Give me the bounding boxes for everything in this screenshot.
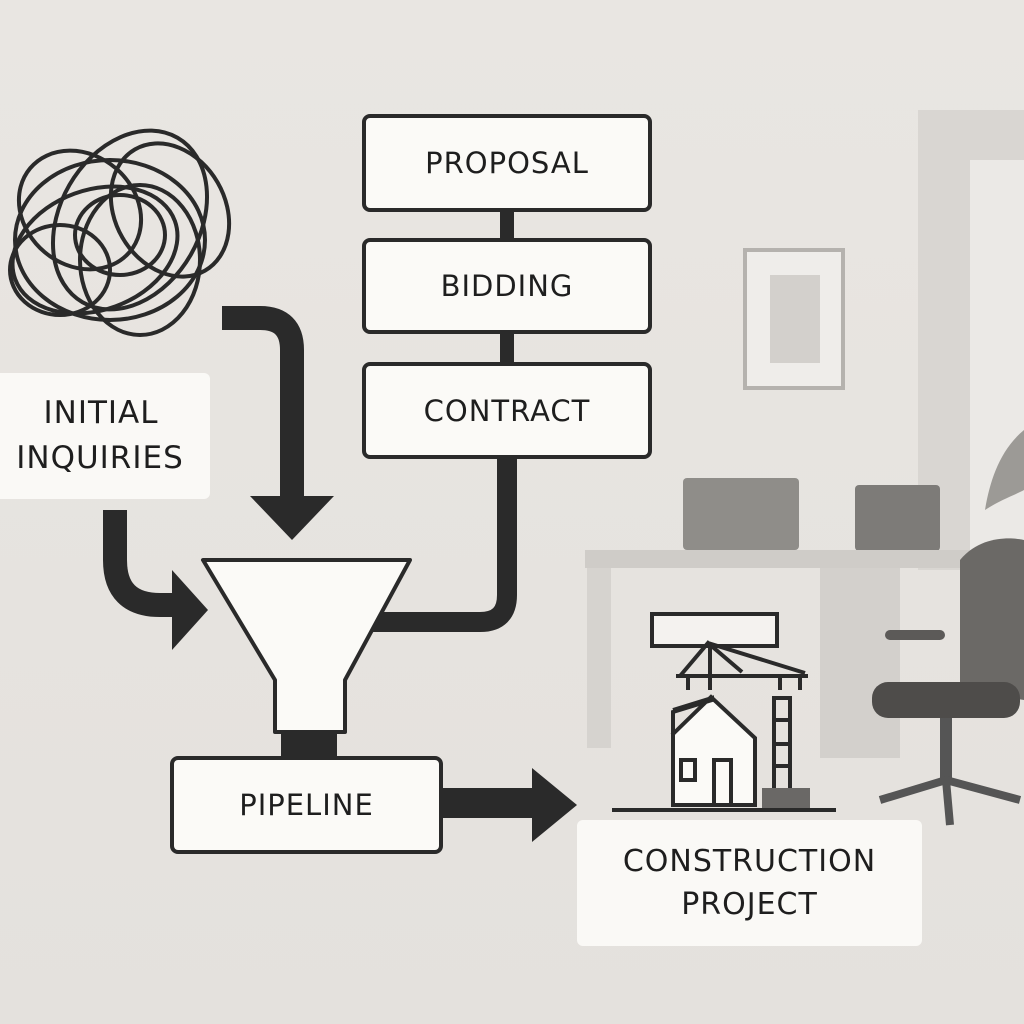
- funnel-icon: [201, 558, 412, 734]
- arrow-head-right: [532, 768, 577, 842]
- inquiries-to-funnel-arrow: [222, 306, 304, 500]
- desk-top: [585, 550, 985, 568]
- stage-box-proposal: PROPOSAL: [362, 114, 652, 212]
- desk-drawer: [820, 568, 900, 758]
- stage-box-pipeline: PIPELINE: [170, 756, 443, 854]
- label-line: PROJECT: [681, 887, 818, 922]
- label-line: INQUIRIES: [16, 440, 184, 476]
- arrow-head-right: [172, 570, 208, 650]
- stage-box-bidding: BIDDING: [362, 238, 652, 334]
- construction-project-label: CONSTRUCTION PROJECT: [577, 820, 922, 946]
- wall-picture: [770, 275, 820, 363]
- stage-label: BIDDING: [440, 269, 574, 303]
- desk-leg: [587, 568, 611, 748]
- stage-box-contract: CONTRACT: [362, 362, 652, 459]
- initial-inquiries-label: INITIAL INQUIRIES: [0, 373, 210, 499]
- tangled-scribble-icon: [8, 128, 232, 337]
- chair-seat: [872, 682, 1020, 718]
- wall-picture-frame: [743, 248, 845, 390]
- stage-label: CONTRACT: [423, 393, 591, 428]
- plant-icon: [985, 430, 1024, 510]
- stage-label: PIPELINE: [239, 788, 374, 822]
- contract-to-funnel-arrow: [370, 458, 517, 632]
- chair-back: [960, 538, 1024, 700]
- arrow-head-down: [250, 496, 334, 540]
- label-line: INITIAL: [43, 395, 159, 432]
- house-construction-icon: [612, 612, 836, 812]
- stage-label: PROPOSAL: [425, 146, 589, 180]
- laptop-icon: [683, 478, 799, 550]
- inquiries-side-arrow: [103, 510, 180, 617]
- label-line: CONSTRUCTION: [622, 843, 877, 879]
- laptop-icon: [855, 485, 940, 551]
